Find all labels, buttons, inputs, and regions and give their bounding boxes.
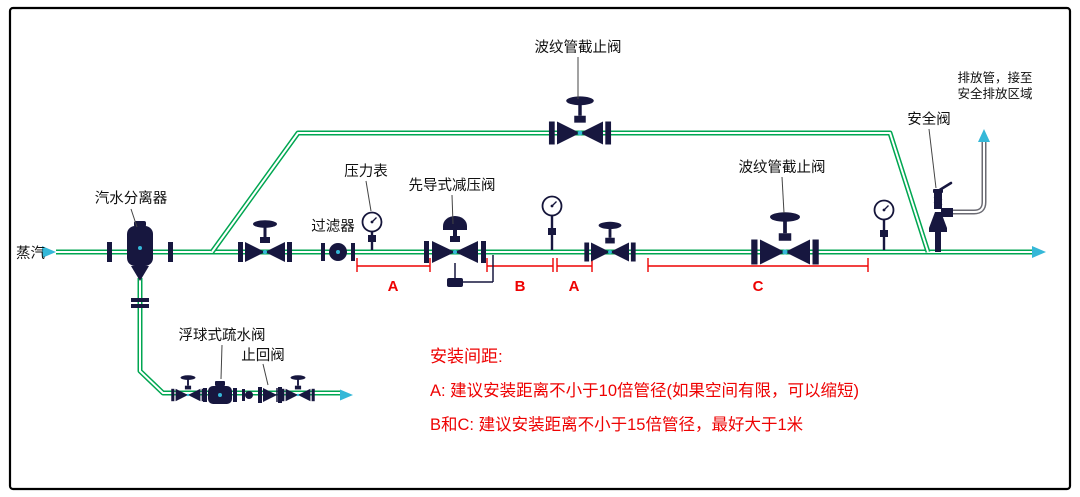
float-trap-label: 浮球式疏水阀 — [179, 327, 266, 344]
float-trap-leader — [220, 344, 223, 380]
drain-outlet-arrow-icon — [340, 389, 353, 401]
separator-symbol — [107, 221, 173, 308]
pressure-gauge-2 — [541, 195, 563, 250]
check-valve-label: 止回阀 — [241, 347, 285, 364]
dimension-c-label: C — [753, 278, 764, 295]
pressure-gauge-1 — [361, 211, 383, 250]
separator-label: 汽水分离器 — [95, 190, 168, 207]
pressure-gauge-label: 压力表 — [344, 163, 388, 180]
dimension-c — [647, 258, 869, 272]
pipe-union-symbol — [242, 389, 253, 401]
diagram-border — [8, 6, 1072, 491]
gauge-leader — [365, 180, 372, 212]
pressure-gauge-3 — [873, 199, 895, 250]
prv-label: 先导式减压阀 — [409, 177, 496, 194]
notes-title: 安装间距: — [430, 347, 503, 366]
prv-leader — [451, 194, 454, 225]
float-trap-symbol — [203, 381, 237, 404]
safety-valve-symbol — [929, 181, 953, 252]
dimension-a1 — [356, 258, 431, 272]
dimension-a1-label: A — [388, 278, 399, 295]
discharge-label-line1: 排放管，接至 — [957, 70, 1032, 85]
strainer-label: 过滤器 — [311, 218, 355, 235]
dimension-a2-label: A — [569, 278, 580, 295]
bypass-stop-valve-label: 波纹管截止阀 — [535, 39, 622, 56]
safety-valve-label: 安全阀 — [907, 110, 951, 128]
prv-symbol — [424, 216, 494, 287]
safety-discharge-pipe — [951, 140, 987, 215]
separator-leader — [130, 208, 138, 228]
downstream-stop-valve-label: 波纹管截止阀 — [739, 159, 826, 176]
strainer-symbol — [321, 243, 355, 261]
steam-inlet-arrow-icon — [42, 246, 56, 258]
downstream-valve-leader — [781, 176, 785, 214]
steam-outlet-arrow-icon — [1032, 246, 1046, 258]
note-bc: B和C: 建议安装距离不小于15倍管径，最好大于1米 — [430, 415, 803, 434]
note-a: A: 建议安装距离不小于10倍管径(如果空间有限，可以缩短) — [430, 381, 859, 400]
discharge-up-arrow-icon — [978, 129, 990, 142]
discharge-label-line2: 安全排放区域 — [957, 86, 1032, 101]
check-valve-symbol — [258, 387, 282, 403]
steam-inlet-label: 蒸汽 — [16, 245, 45, 262]
safety-valve-leader — [928, 128, 937, 189]
dimension-b-label: B — [515, 278, 526, 295]
dimension-b — [486, 258, 554, 272]
check-valve-leader — [262, 363, 269, 386]
